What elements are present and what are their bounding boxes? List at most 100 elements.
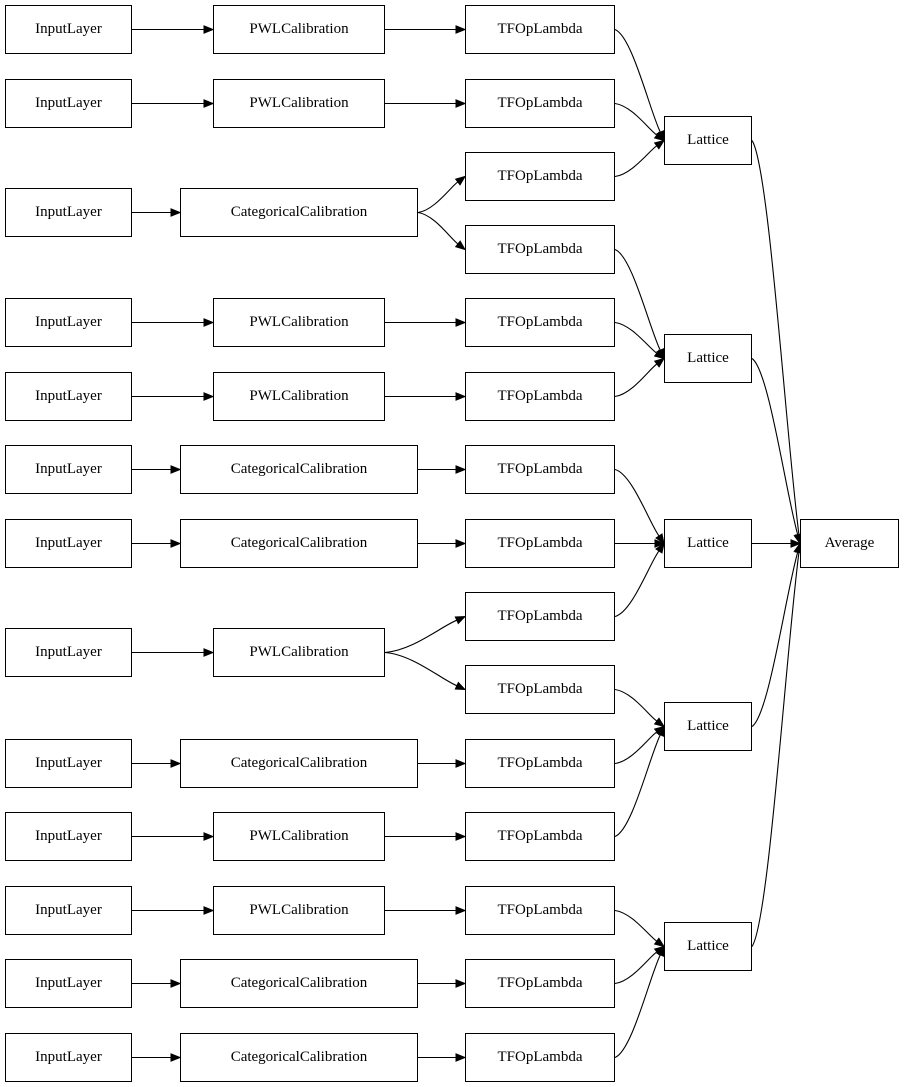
node-lat1[interactable]: Lattice (664, 334, 752, 383)
node-label: InputLayer (35, 902, 102, 918)
edge-lam9-to-lat3 (614, 688, 658, 722)
edge-lam6-to-lat2 (614, 468, 660, 537)
node-cal0[interactable]: PWLCalibration (213, 5, 385, 54)
node-cal3[interactable]: PWLCalibration (213, 298, 385, 347)
node-lam4[interactable]: TFOpLambda (465, 298, 615, 347)
edge-cal2-to-lam2 (417, 181, 459, 214)
node-in2[interactable]: InputLayer (5, 188, 132, 237)
node-label: TFOpLambda (497, 975, 583, 991)
node-label: CategoricalCalibration (230, 755, 368, 771)
node-lam11[interactable]: TFOpLambda (465, 812, 615, 861)
edge-lam4-to-lat1 (614, 321, 658, 354)
node-label: PWLCalibration (249, 644, 349, 660)
node-in9[interactable]: InputLayer (5, 812, 132, 861)
node-lam13[interactable]: TFOpLambda (465, 959, 615, 1008)
node-label: CategoricalCalibration (230, 535, 368, 551)
node-in12[interactable]: InputLayer (5, 1033, 132, 1082)
edge-arrowhead (455, 99, 467, 108)
node-cal7[interactable]: PWLCalibration (213, 628, 385, 677)
node-lam6[interactable]: TFOpLambda (465, 445, 615, 494)
edge-cal7-to-lam8 (384, 619, 457, 654)
node-label: TFOpLambda (497, 681, 583, 697)
node-lam14[interactable]: TFOpLambda (465, 1033, 615, 1082)
edge-arrowhead (203, 25, 215, 34)
edge-arrowhead (656, 348, 665, 360)
node-cal1[interactable]: PWLCalibration (213, 79, 385, 128)
edge-cal7-to-lam9 (384, 651, 458, 687)
node-in7[interactable]: InputLayer (5, 628, 132, 677)
node-label: CategoricalCalibration (230, 461, 368, 477)
node-in8[interactable]: InputLayer (5, 739, 132, 788)
node-in11[interactable]: InputLayer (5, 959, 132, 1008)
node-in6[interactable]: InputLayer (5, 519, 132, 568)
node-label: InputLayer (35, 461, 102, 477)
node-label: TFOpLambda (497, 1049, 583, 1065)
node-label: TFOpLambda (497, 828, 583, 844)
node-label: InputLayer (35, 314, 102, 330)
node-in1[interactable]: InputLayer (5, 79, 132, 128)
node-lam10[interactable]: TFOpLambda (465, 739, 615, 788)
node-label: PWLCalibration (249, 388, 349, 404)
node-in5[interactable]: InputLayer (5, 445, 132, 494)
node-lam7[interactable]: TFOpLambda (465, 519, 615, 568)
edge-arrowhead (170, 208, 182, 217)
node-lam9[interactable]: TFOpLambda (465, 665, 615, 714)
node-label: InputLayer (35, 21, 102, 37)
edge-arrowhead (790, 539, 802, 548)
node-label: TFOpLambda (497, 902, 583, 918)
node-label: InputLayer (35, 755, 102, 771)
node-in10[interactable]: InputLayer (5, 886, 132, 935)
edge-arrowhead (455, 392, 467, 401)
node-cal6[interactable]: CategoricalCalibration (180, 519, 418, 568)
node-cal11[interactable]: CategoricalCalibration (180, 959, 418, 1008)
node-lat0[interactable]: Lattice (664, 116, 752, 165)
node-cal4[interactable]: PWLCalibration (213, 372, 385, 421)
node-in4[interactable]: InputLayer (5, 372, 132, 421)
edge-lam12-to-lat4 (614, 909, 658, 942)
node-lam5[interactable]: TFOpLambda (465, 372, 615, 421)
edge-lam1-to-lat0 (614, 102, 658, 136)
node-label: Lattice (687, 718, 729, 734)
node-label: TFOpLambda (497, 535, 583, 551)
node-avg[interactable]: Average (800, 519, 899, 568)
edge-arrowhead (653, 131, 666, 142)
node-cal9[interactable]: PWLCalibration (213, 812, 385, 861)
edge-lam0-to-lat0 (614, 28, 661, 133)
node-lam3[interactable]: TFOpLambda (465, 225, 615, 274)
node-lat2[interactable]: Lattice (664, 519, 752, 568)
node-cal5[interactable]: CategoricalCalibration (180, 445, 418, 494)
node-in0[interactable]: InputLayer (5, 5, 132, 54)
edge-arrowhead (454, 240, 467, 251)
edge-arrowhead (203, 832, 215, 841)
edge-lat1-to-avg (751, 358, 799, 535)
edge-lam2-to-lat0 (614, 145, 658, 178)
node-label: PWLCalibration (249, 828, 349, 844)
node-cal2[interactable]: CategoricalCalibration (180, 188, 418, 237)
node-label: InputLayer (35, 535, 102, 551)
edge-arrowhead (656, 725, 665, 737)
node-in3[interactable]: InputLayer (5, 298, 132, 347)
node-cal10[interactable]: PWLCalibration (213, 886, 385, 935)
node-label: Lattice (687, 350, 729, 366)
node-lam2[interactable]: TFOpLambda (465, 152, 615, 201)
node-lam0[interactable]: TFOpLambda (465, 5, 615, 54)
node-cal8[interactable]: CategoricalCalibration (180, 739, 418, 788)
node-label: TFOpLambda (497, 608, 583, 624)
node-lam8[interactable]: TFOpLambda (465, 592, 615, 641)
node-cal12[interactable]: CategoricalCalibration (180, 1033, 418, 1082)
edge-arrowhead (455, 759, 467, 768)
edge-arrowhead (203, 392, 215, 401)
node-label: InputLayer (35, 828, 102, 844)
node-lam12[interactable]: TFOpLambda (465, 886, 615, 935)
node-lam1[interactable]: TFOpLambda (465, 79, 615, 128)
edge-arrowhead (455, 465, 467, 474)
node-label: InputLayer (35, 975, 102, 991)
edge-arrowhead (170, 539, 182, 548)
node-lat3[interactable]: Lattice (664, 702, 752, 751)
edge-arrowhead (653, 945, 666, 956)
edge-arrowhead (455, 318, 467, 327)
node-label: Lattice (687, 132, 729, 148)
edge-arrowhead (170, 465, 182, 474)
node-lat4[interactable]: Lattice (664, 922, 752, 971)
